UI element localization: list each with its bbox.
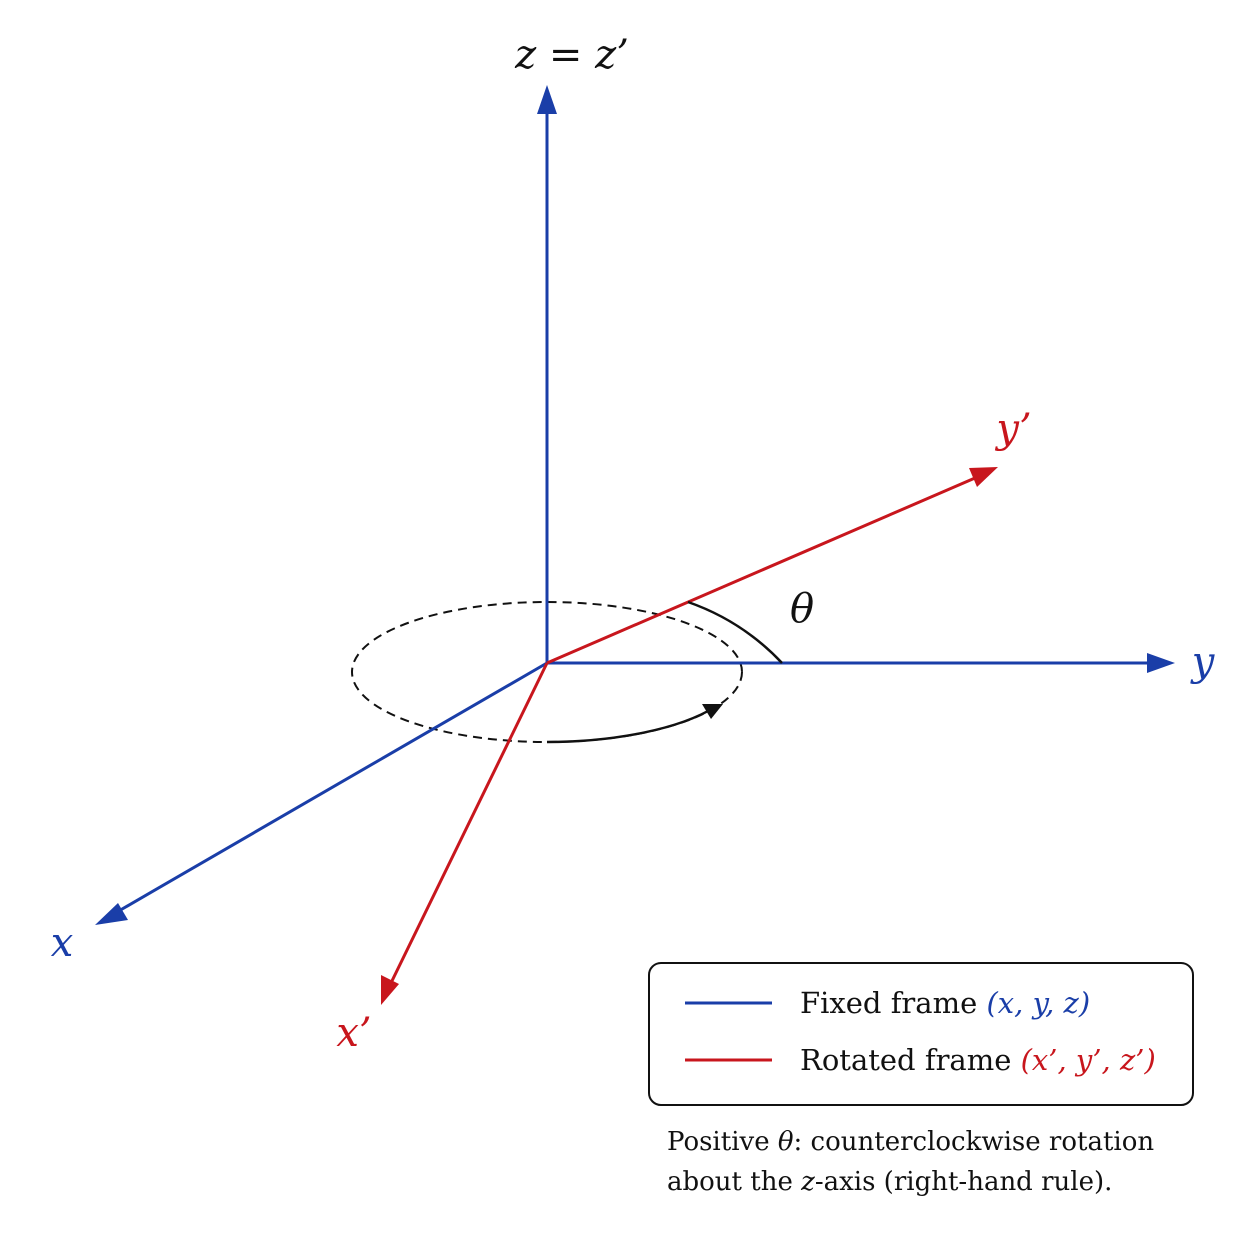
- y-prime-label: y’: [994, 406, 1031, 452]
- rotation-direction-arrow: [546, 705, 716, 744]
- note-line-1: Positive θ: counterclockwise rotation: [667, 1127, 1154, 1157]
- theta-label: θ: [790, 586, 814, 632]
- rotation-arrowhead: [702, 704, 723, 719]
- legend-rotated-entry: Rotated frame (x’, y’, z’): [800, 1043, 1156, 1077]
- x-prime-axis: [388, 662, 549, 986]
- y-prime-axis: [546, 476, 976, 665]
- z-axis-arrowhead: [537, 85, 557, 114]
- x-axis-arrowhead: [95, 903, 128, 925]
- legend-fixed-entry: Fixed frame (x, y, z): [800, 986, 1090, 1020]
- note-line-2: about the z-axis (right-hand rule).: [667, 1167, 1112, 1197]
- rotation-ellipse: [351, 601, 743, 743]
- x-axis: [116, 661, 548, 914]
- y-axis-arrowhead: [1147, 653, 1175, 673]
- y-axis-label: y: [1190, 639, 1216, 685]
- y-prime-arrowhead: [969, 467, 998, 487]
- legend-box: [648, 962, 1194, 1106]
- theta-arc: [687, 600, 783, 664]
- legend: Fixed frame (x, y, z) Rotated frame (x’,…: [648, 962, 1194, 1106]
- x-prime-arrowhead: [381, 975, 399, 1005]
- x-prime-label: x’: [336, 1010, 371, 1056]
- z-axis-label: z = z’: [514, 32, 629, 78]
- x-axis-label: x: [51, 920, 74, 966]
